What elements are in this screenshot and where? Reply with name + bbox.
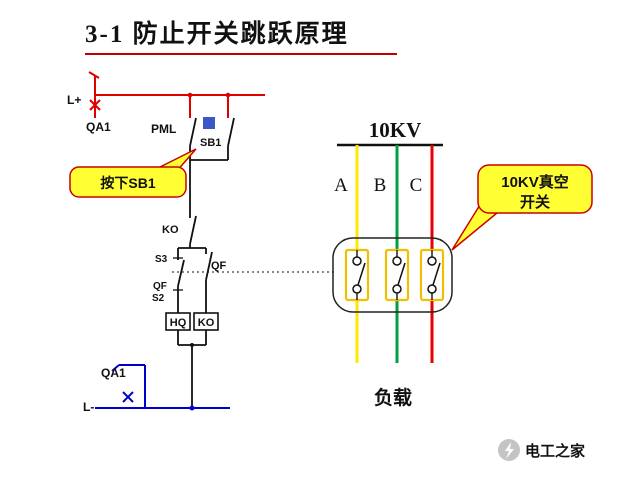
qa1-top-label: QA1 (86, 120, 111, 134)
junction-dot (187, 92, 193, 98)
callout-bubble (69, 166, 187, 198)
qf-left-contact (173, 248, 185, 313)
bus-voltage-label: 10KV (369, 118, 422, 142)
callout-press-sb1: 按下SB1 (69, 148, 197, 198)
s3-label: S3 (155, 254, 168, 265)
vacuum-switch-enclosure (332, 237, 453, 313)
callout-bubble (477, 164, 593, 214)
positive-rail (88, 71, 265, 118)
load-label: 负载 (374, 386, 412, 409)
s2-label: S2 (152, 293, 165, 304)
ko-contact-label: KO (162, 224, 179, 236)
qa1-bottom-breaker-mark (122, 391, 134, 403)
qf-right-label: QF (211, 260, 227, 272)
watermark-text: 电工之家 (525, 442, 585, 460)
ko-contact (189, 215, 197, 248)
vacuum-pole-c (419, 248, 445, 302)
hq-coil-label: HQ (170, 317, 187, 329)
callout-press-sb1-text: 按下SB1 (100, 175, 155, 191)
power-circuit (332, 143, 453, 363)
vacuum-pole-b (384, 248, 410, 302)
vacuum-pole-a (344, 248, 370, 302)
page-title: 3-1 防止开关跳跃原理 (85, 20, 349, 48)
pml-label: PML (151, 122, 176, 136)
watermark: 电工之家 (498, 439, 585, 461)
junction-dot (189, 405, 195, 411)
phase-a-label: A (334, 175, 348, 196)
l-minus-label: L- (83, 400, 94, 414)
qa1-bottom-label: QA1 (101, 366, 126, 380)
l-plus-label: L+ (67, 93, 81, 107)
phase-c-label: C (410, 175, 423, 196)
callout-vacuum-line2: 开关 (520, 193, 550, 211)
junction-dot (225, 92, 231, 98)
qa1-top-breaker-mark (89, 99, 101, 111)
callout-vacuum-switch: 10KV真空 开关 (451, 164, 593, 251)
ko-coil-label: KO (198, 317, 215, 329)
sb1-button-icon (203, 117, 215, 129)
qf-right-contact (205, 248, 213, 313)
qf-left-label: QF (153, 281, 167, 292)
phase-b-label: B (374, 175, 387, 196)
lightning-bolt-icon (505, 442, 514, 459)
negative-rail (95, 364, 230, 411)
qa1-bottom-tick (111, 364, 120, 372)
sb1-contact (227, 117, 235, 160)
sb1-label: SB1 (200, 137, 221, 149)
callout-vacuum-line1: 10KV真空 (501, 173, 569, 191)
contact-chain (165, 117, 336, 408)
